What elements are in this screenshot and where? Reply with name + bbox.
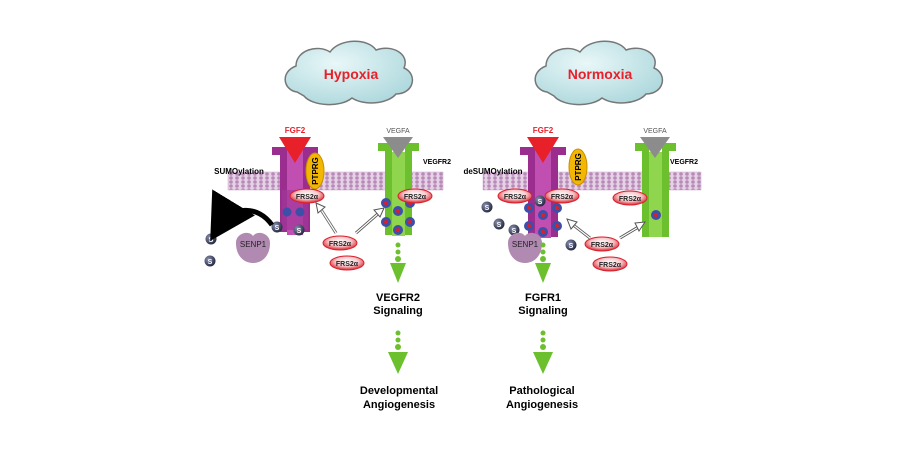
left-panel: Hypoxia FGF2 PTPRG SUMOylation VEGFA VEG… (204, 40, 451, 411)
svg-text:FRS2α: FRS2α (296, 194, 319, 201)
svg-text:FRS2α: FRS2α (329, 241, 352, 248)
svg-text:FRS2α: FRS2α (504, 194, 527, 201)
condition-label: Hypoxia (324, 66, 379, 82)
outcome-line1: Developmental (360, 385, 438, 397)
frs2-adaptor: FRS2α (544, 188, 580, 204)
ptprg-protein (305, 152, 325, 190)
vegfa-ligand (640, 137, 670, 158)
right-panel: Normoxia FGF2 PTPRG deSUMOylation VEGFA … (463, 40, 702, 411)
signaling-line1: VEGFR2 (376, 292, 420, 304)
vegfr2-label: VEGFR2 (423, 159, 451, 166)
condition-label: Normoxia (568, 66, 633, 82)
fgf2-ligand (527, 137, 559, 163)
frs2-adaptor: FRS2α (397, 188, 433, 204)
sumo-label: S (485, 205, 490, 212)
svg-text:FRS2α: FRS2α (336, 261, 359, 268)
svg-text:FRS2α: FRS2α (619, 196, 642, 203)
vegfa-label: VEGFA (643, 128, 667, 135)
outcome-line2: Angiogenesis (506, 399, 578, 411)
svg-text:FRS2α: FRS2α (551, 194, 574, 201)
senp1-label: SENP1 (512, 240, 539, 249)
process-label: deSUMOylation (463, 167, 522, 176)
outcome-line1: Pathological (509, 385, 574, 397)
sumo-label: S (208, 259, 213, 266)
sumo-label: S (275, 225, 280, 232)
frs2-adaptor: FRS2α (592, 256, 628, 272)
sumo-label: S (209, 237, 214, 244)
frs2-adaptor: FRS2α (497, 188, 533, 204)
signaling-line2: Signaling (518, 305, 568, 317)
outcome-line2: Angiogenesis (363, 399, 435, 411)
sumo-modifications (481, 195, 577, 251)
sumo-label: S (569, 243, 574, 250)
svg-text:FRS2α: FRS2α (599, 262, 622, 269)
fgf2-ligand (279, 137, 311, 163)
sumo-label: S (297, 228, 302, 235)
hypoxia-cloud (284, 40, 414, 106)
svg-text:FRS2α: FRS2α (404, 194, 427, 201)
signal-arrow (535, 242, 551, 283)
sumo-label: S (497, 222, 502, 229)
signaling-line1: FGFR1 (525, 292, 561, 304)
sumo-modifications (204, 207, 305, 267)
ptprg-protein (568, 148, 588, 186)
frs2-adaptor: FRS2α (584, 236, 620, 252)
vegfa-ligand (383, 137, 413, 158)
vegfa-label: VEGFA (386, 128, 410, 135)
outcome-arrow (388, 330, 408, 374)
signal-arrow (390, 242, 406, 283)
ptprg-label: PTPRG (311, 157, 320, 185)
sumo-label: S (538, 199, 543, 206)
process-label: SUMOylation (214, 167, 264, 176)
senp1-label: SENP1 (240, 240, 267, 249)
fgf2-label: FGF2 (285, 126, 306, 135)
recruitment-arrow (319, 207, 337, 234)
senp1-enzyme (236, 232, 270, 263)
frs2-adaptor: FRS2α (322, 235, 358, 251)
frs2-adaptor: FRS2α (329, 255, 365, 271)
desumoylation-arrow (210, 189, 275, 241)
signaling-line2: Signaling (373, 305, 423, 317)
svg-text:FRS2α: FRS2α (591, 242, 614, 249)
phospho-sites (524, 203, 562, 237)
normoxia-cloud (534, 40, 664, 106)
fgf2-label: FGF2 (533, 126, 554, 135)
frs2-adaptor: FRS2α (289, 188, 325, 204)
sumo-label: S (512, 228, 517, 235)
senp1-enzyme (508, 232, 542, 263)
frs2-adaptor: FRS2α (612, 190, 648, 206)
ptprg-label: PTPRG (574, 153, 583, 181)
outcome-arrow (533, 330, 553, 374)
vegfr2-label: VEGFR2 (670, 159, 698, 166)
